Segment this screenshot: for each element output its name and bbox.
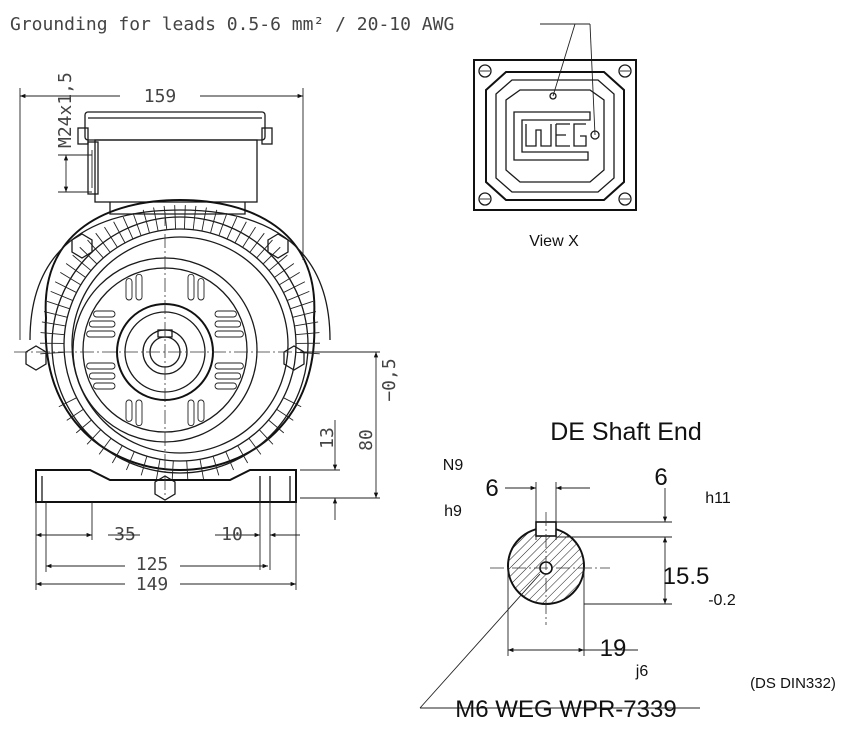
view-x-caption: View X [529,233,579,250]
screw-top-left [478,64,492,78]
dim-foot-thickness: 13 [317,427,338,449]
terminal-box-top-view: View X [473,59,637,250]
key-height-tolerance: h11 [705,490,731,507]
screw-bottom-right [618,192,632,206]
shaft-end-title: DE Shaft End [550,418,701,446]
keyway-tolerance: N9 [443,457,464,474]
dim-thread: M24x1,5 [55,72,76,148]
grounding-note: Grounding for leads 0.5-6 mm² / 20-10 AW… [10,14,454,35]
dim-height-offset: −0,5 [379,358,400,401]
shaft-diameter-tolerance: j6 [635,663,649,680]
key-height: 6 [654,464,667,491]
dim-foot-slot: 10 [221,524,243,545]
dim-foot-width: 35 [114,524,136,545]
dim-base-width: 149 [136,574,169,595]
key-width: 6 [485,475,498,502]
dim-shaft-height: 80 [356,429,377,451]
dim-hole-spacing: 125 [136,554,169,575]
key-tolerance: h9 [444,503,462,520]
cooling-fins [29,198,331,481]
screw-bottom-left [478,192,492,206]
standard-reference: (DS DIN332) [750,675,836,692]
shaft-end-detail: DE Shaft End N9 h9 6 6 h11 15.5 -0.2 19 … [419,418,836,723]
mounting-feet [35,469,297,503]
screw-top-right [618,64,632,78]
shaft-diameter: 19 [600,635,627,662]
motor-front-view: 159 M24x1,5 80 −0,5 13 35 10 125 [14,72,400,595]
thread-spec: M6 WEG WPR-7339 [455,696,676,723]
terminal-box-side [77,111,273,215]
shaft-depth-tolerance: -0.2 [708,592,736,609]
shaft-depth: 15.5 [663,563,710,590]
dim-width-overall: 159 [144,86,177,107]
weg-logo-mark [513,111,591,161]
